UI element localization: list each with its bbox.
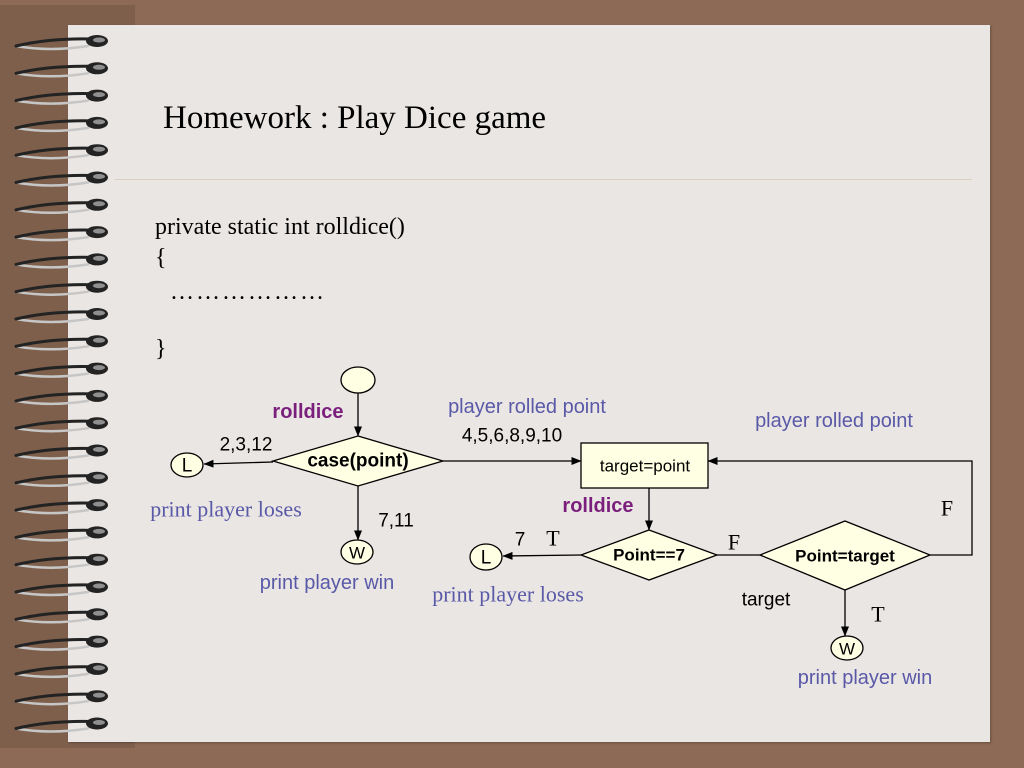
- code-line-signature: private static int rolldice(): [155, 214, 405, 240]
- print-player-loses-note: print player loses: [150, 497, 302, 522]
- title-divider: [115, 179, 972, 180]
- notebook-page: [68, 25, 990, 742]
- spiral-ring: [14, 581, 108, 597]
- spiral-rings: [14, 35, 108, 733]
- spiral-ring: [14, 308, 108, 324]
- spiral-ring: [14, 144, 108, 160]
- natural-values-label: 7,11: [378, 511, 414, 532]
- arrow-case-to-lose: [203, 459, 274, 468]
- target-label: target: [742, 590, 791, 611]
- print-player-win-note: print player win: [260, 572, 395, 594]
- print-player-win-note: print player win: [798, 667, 933, 689]
- case-point-label: case(point): [307, 451, 408, 472]
- spiral-ring: [14, 662, 108, 679]
- case-point-diamond: [270, 435, 446, 487]
- spiral-ring: [14, 444, 108, 460]
- target-point-box: target=point: [580, 442, 709, 489]
- true-branch-label: T: [871, 602, 885, 627]
- arrow-loop-back-to-target-box: [707, 457, 973, 556]
- spiral-ring: [14, 89, 108, 105]
- spiral-ring: [14, 499, 108, 515]
- spiral-ring: [14, 35, 108, 51]
- case-point-decision: case(point): [270, 435, 446, 487]
- win-terminal-2: W: [830, 635, 864, 661]
- lose-terminal-2: L: [469, 543, 503, 571]
- spiral-ring: [14, 198, 108, 215]
- win-circle: [830, 635, 864, 661]
- print-player-loses-note: print player loses: [432, 582, 584, 607]
- spiral-ring: [14, 335, 108, 351]
- player-rolled-point-note: player rolled point: [755, 410, 913, 432]
- rolldice-label: rolldice: [562, 495, 633, 517]
- spiral-ring: [14, 226, 108, 242]
- spiral-ring: [14, 471, 108, 488]
- code-line-ellipsis: ………………: [170, 279, 326, 305]
- spiral-ring: [14, 116, 108, 133]
- lose-letter: L: [182, 456, 193, 477]
- point-equals-7-diamond: [579, 529, 719, 581]
- spiral-ring: [14, 62, 108, 78]
- target-point-label: target=point: [600, 457, 691, 476]
- lose-circle: [170, 452, 204, 478]
- spiral-ring: [14, 526, 108, 542]
- point-equals-7-decision: Point==7: [579, 529, 719, 581]
- slide-title: Homework : Play Dice game: [163, 100, 547, 136]
- start-node: [340, 366, 376, 394]
- point-equals-7-label: Point==7: [613, 546, 685, 565]
- craps-values-label: 2,3,12: [220, 435, 273, 456]
- win-letter: W: [839, 640, 855, 659]
- win-letter: W: [349, 544, 365, 563]
- spiral-ring: [14, 717, 108, 733]
- point-equals-target-decision: Point=target: [758, 520, 932, 591]
- player-rolled-point-note: player rolled point: [448, 396, 606, 418]
- win-terminal-1: W: [340, 539, 374, 565]
- code-line-open-brace: {: [155, 245, 167, 271]
- rolldice-label: rolldice: [272, 401, 343, 423]
- point-equals-target-diamond: [758, 520, 932, 591]
- false-branch-label: F: [941, 496, 953, 521]
- spiral-ring: [14, 362, 108, 378]
- false-branch-label: F: [728, 530, 740, 555]
- lose-circle: [469, 543, 503, 571]
- spiral-ring: [14, 635, 108, 651]
- spiral-ring: [14, 389, 108, 406]
- spiral-ring: [14, 253, 108, 269]
- seven-label: 7: [515, 530, 526, 551]
- spiral-ring: [14, 608, 108, 624]
- spiral-ring: [14, 690, 108, 706]
- lose-terminal-1: L: [170, 452, 204, 478]
- spiral-ring: [14, 417, 108, 433]
- target-point-rect: [580, 442, 709, 489]
- lose-letter: L: [481, 548, 492, 569]
- spiral-ring: [14, 280, 108, 296]
- code-line-close-brace: }: [155, 336, 167, 362]
- point-equals-target-label: Point=target: [795, 547, 895, 566]
- flow-nodes: case(point) L W target=point Point==7 L: [170, 366, 932, 661]
- spiral-ring: [14, 171, 108, 187]
- win-circle: [340, 539, 374, 565]
- flow-annotations: rolldice 2,3,12 print player loses 7,11 …: [150, 396, 953, 689]
- spiral-ring: [14, 553, 108, 569]
- flow-edges: [203, 393, 973, 637]
- arrow-point7-to-lose: [502, 551, 582, 560]
- true-branch-label: T: [546, 526, 560, 551]
- point-values-label: 4,5,6,8,9,10: [462, 426, 562, 447]
